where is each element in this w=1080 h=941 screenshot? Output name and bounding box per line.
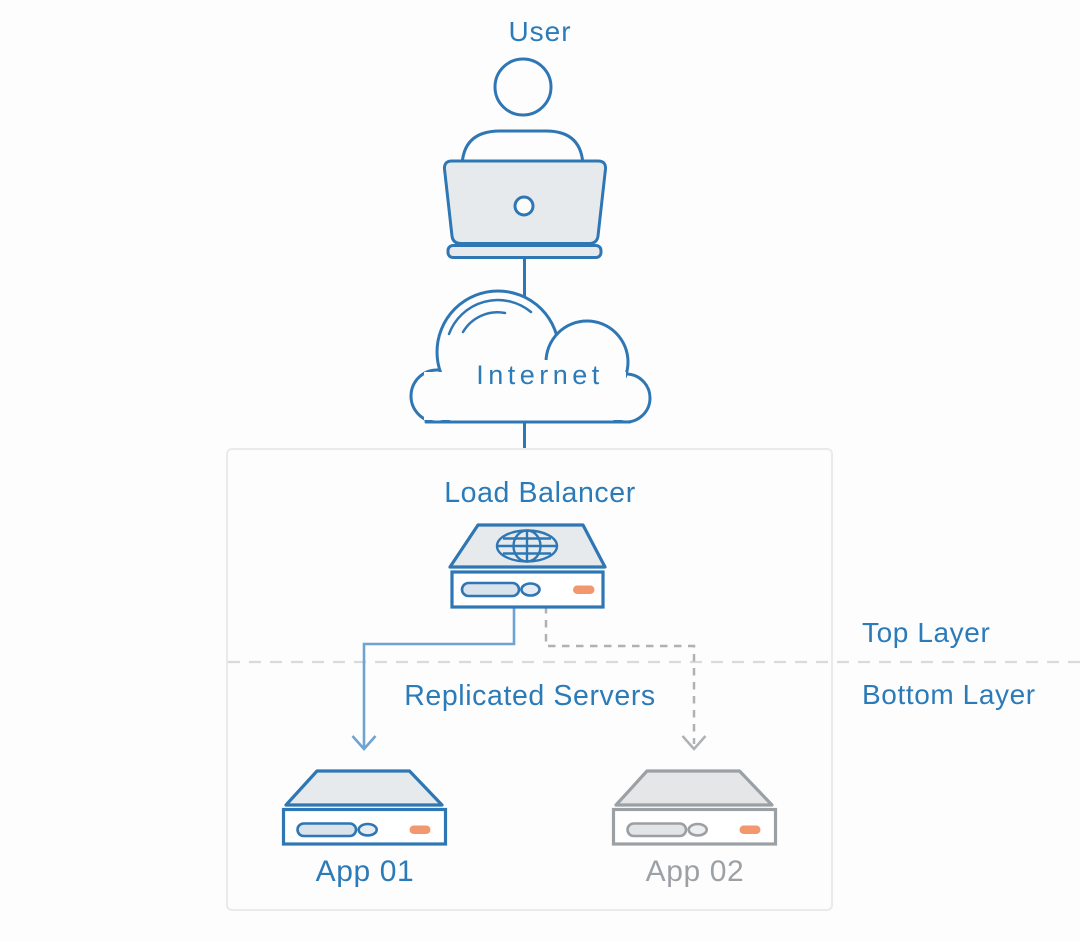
status-led xyxy=(409,825,431,834)
edge-loadbalancer-app01 xyxy=(351,606,516,751)
edge-loadbalancer-app02 xyxy=(544,606,707,751)
person-shoulders xyxy=(460,129,585,178)
globe-icon xyxy=(495,529,559,563)
laptop-logo-dot xyxy=(513,195,535,217)
bottom-layer-label: Bottom Layer xyxy=(862,679,1036,710)
power-button xyxy=(520,582,541,597)
user-label: User xyxy=(508,16,572,47)
arrowhead-app02 xyxy=(681,735,707,751)
app-02-label: App 02 xyxy=(645,855,745,888)
top-layer-label: Top Layer xyxy=(862,617,991,648)
status-led xyxy=(573,585,595,594)
power-button xyxy=(357,822,378,837)
app-01-label: App 01 xyxy=(315,855,415,888)
load-balancer-label: Load Balancer xyxy=(444,477,636,509)
layer-boundary-box xyxy=(226,448,833,911)
cloud-icon xyxy=(409,289,652,424)
power-button xyxy=(687,822,708,837)
person-at-laptop-icon xyxy=(442,57,608,259)
server-icon-app02 xyxy=(611,769,778,846)
replicated-servers-label: Replicated Servers xyxy=(404,680,656,712)
server-globe-icon xyxy=(448,523,607,609)
server-icon-app01 xyxy=(281,769,448,846)
arrowhead-app01 xyxy=(351,735,377,751)
internet-label: Internet xyxy=(0,360,1080,391)
laptop-base xyxy=(446,244,603,259)
person-head xyxy=(493,57,553,117)
drive-slot xyxy=(626,822,688,838)
status-led xyxy=(739,825,761,834)
drive-slot xyxy=(460,581,521,598)
drive-slot xyxy=(296,822,358,838)
